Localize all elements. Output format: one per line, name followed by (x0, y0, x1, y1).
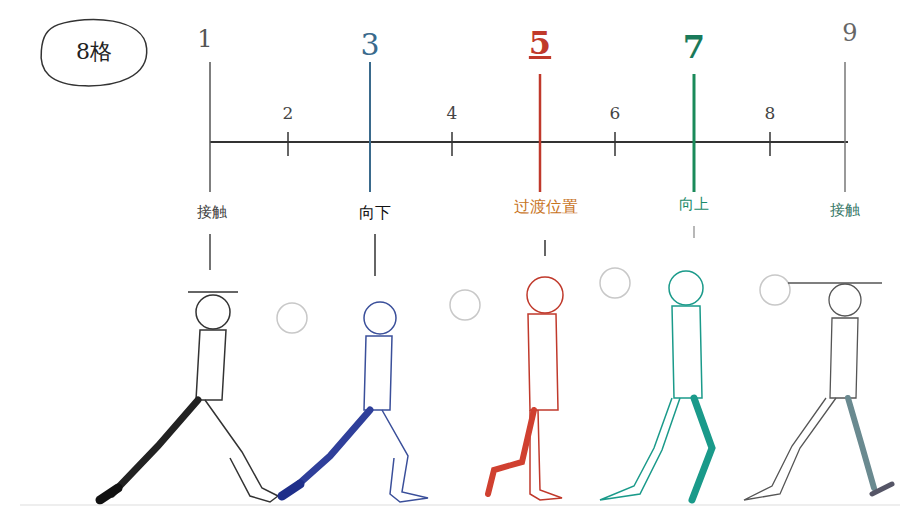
figure-contact (100, 292, 278, 502)
key-tick (209, 62, 211, 192)
figure-down (282, 302, 428, 502)
leader-line (544, 240, 546, 256)
key-tick (539, 74, 542, 192)
timeline (210, 141, 848, 143)
leader-line (693, 226, 694, 238)
pose-label: 接触 (195, 204, 229, 221)
figure-up (600, 271, 712, 500)
pose-label: 向上 (677, 196, 711, 213)
frame-number: 6 (608, 104, 623, 123)
pose-label: 向下 (357, 204, 393, 222)
frame-number: 4 (445, 104, 460, 123)
minor-tick (451, 132, 453, 156)
frame-number: 5 (527, 26, 553, 61)
frame-number: 1 (195, 26, 214, 52)
blob-path (41, 19, 147, 85)
frame-number: 3 (358, 28, 381, 61)
pose-label: 接触 (828, 202, 862, 219)
key-tick (693, 74, 696, 192)
node-text: 8格 (76, 37, 112, 67)
frame-count-blob: 8格 (38, 16, 150, 88)
inbetween-heads (277, 268, 790, 333)
ground-line (20, 505, 900, 506)
frame-number: 2 (281, 104, 296, 123)
figure-contact-end (744, 283, 892, 500)
key-tick (844, 62, 846, 192)
leader-line (374, 234, 376, 276)
minor-tick (614, 132, 616, 156)
minor-tick (769, 132, 771, 156)
pose-label: 过渡位置 (512, 198, 580, 216)
frame-number: 7 (681, 30, 707, 65)
key-tick (369, 62, 371, 192)
figure-passing (488, 277, 563, 500)
minor-tick (287, 132, 289, 156)
frame-number: 8 (763, 104, 778, 123)
leader-line (209, 234, 211, 270)
frame-number: 9 (840, 20, 859, 46)
